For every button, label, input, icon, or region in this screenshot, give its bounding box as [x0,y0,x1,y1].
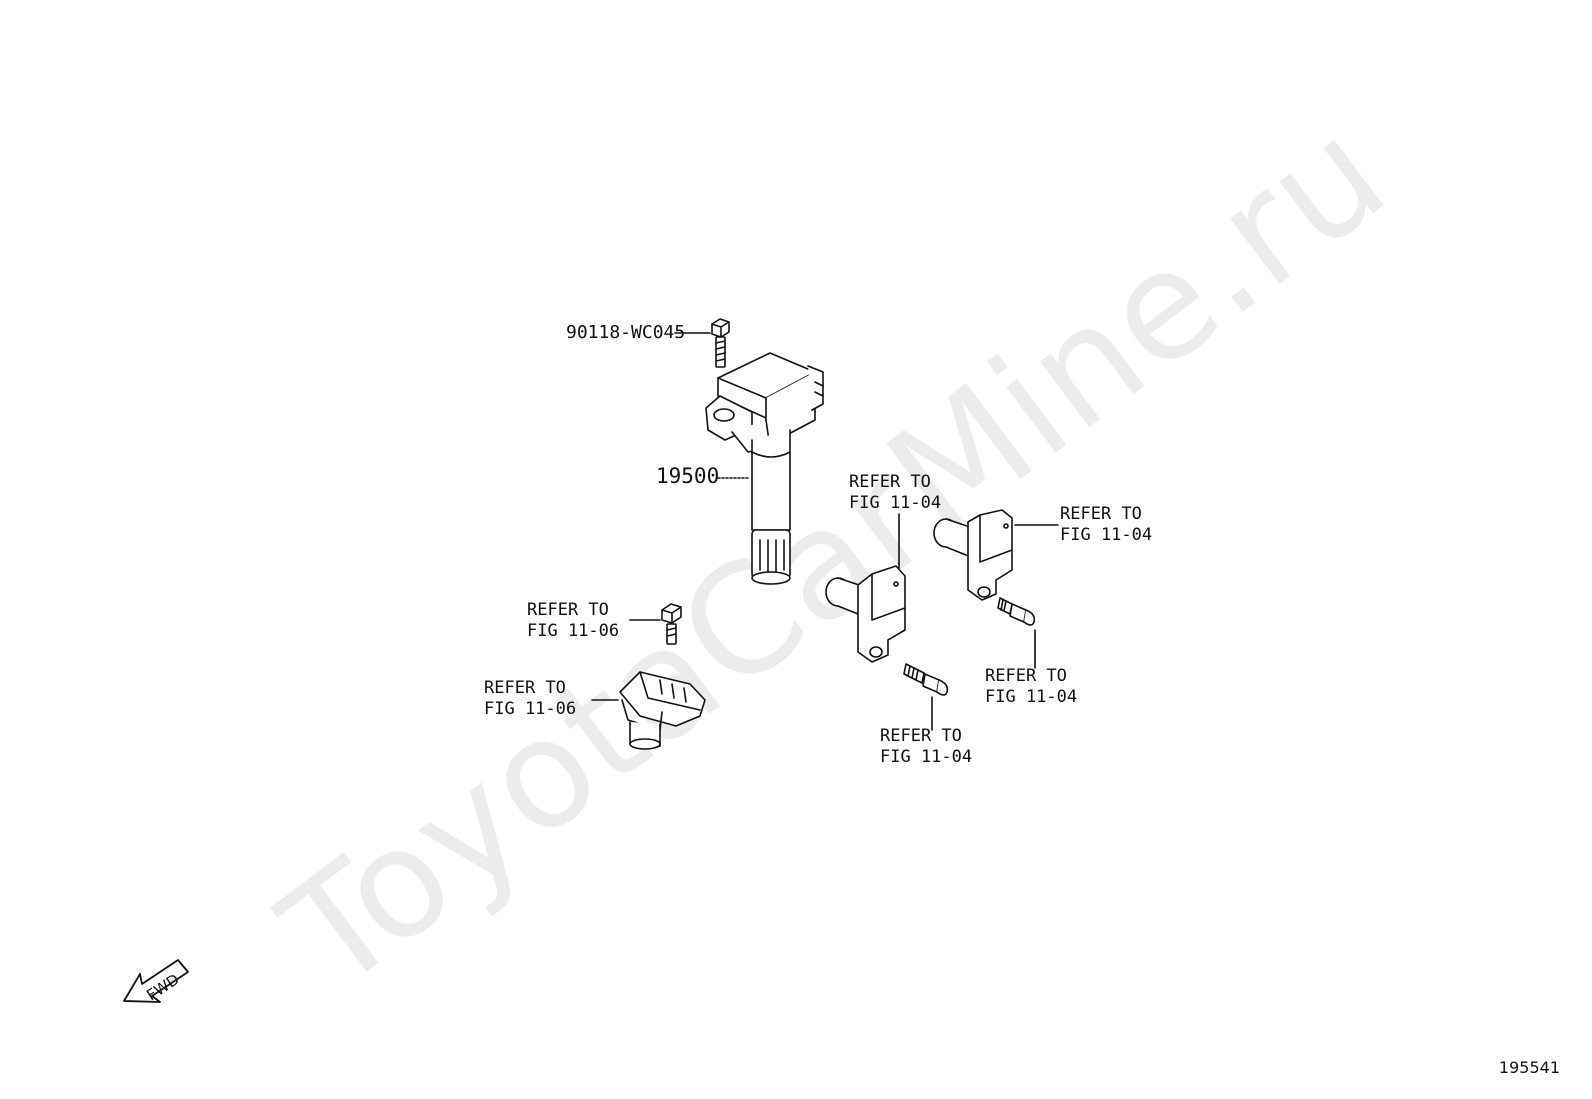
callout-cam-sensor-1[interactable]: REFER TO FIG 11-04 [849,472,941,514]
bolt-right[interactable] [997,597,1036,626]
bolt-left[interactable] [661,603,682,645]
cam-position-sensor-right[interactable] [933,509,1013,601]
cam-position-sensor-middle[interactable] [825,565,906,663]
callout-line1: REFER TO [985,666,1067,686]
ignition-coil[interactable] [705,352,824,585]
callout-line1: REFER TO [484,678,566,698]
callout-bolt-left[interactable]: REFER TO FIG 11-06 [527,600,619,642]
callout-crank-sensor[interactable]: REFER TO FIG 11-06 [484,678,576,720]
fwd-arrow-icon [123,959,189,1003]
callout-cam-sensor-2[interactable]: REFER TO FIG 11-04 [1060,504,1152,546]
bolt-part-number[interactable]: 90118-WC045 [566,322,686,343]
bolt-middle[interactable] [903,663,949,696]
callout-line2: FIG 11-04 [880,747,973,767]
figure-number: 195541 [1498,1058,1560,1077]
callout-line2: FIG 11-06 [527,621,620,641]
callout-line1: REFER TO [849,472,931,492]
callout-line2: FIG 11-04 [849,493,942,513]
crank-position-sensor[interactable] [619,671,706,750]
callout-line2: FIG 11-06 [484,699,577,719]
callout-line2: FIG 11-04 [1060,525,1153,545]
callout-line1: REFER TO [880,726,962,746]
callout-bolt-middle[interactable]: REFER TO FIG 11-04 [880,726,972,768]
callout-line2: FIG 11-04 [985,687,1078,707]
callout-line1: REFER TO [1060,504,1142,524]
callout-line1: REFER TO [527,600,609,620]
callout-bolt-right[interactable]: REFER TO FIG 11-04 [985,666,1077,708]
ignition-coil-part-number[interactable]: 19500 [656,464,720,488]
coil-bolt[interactable] [711,318,730,368]
